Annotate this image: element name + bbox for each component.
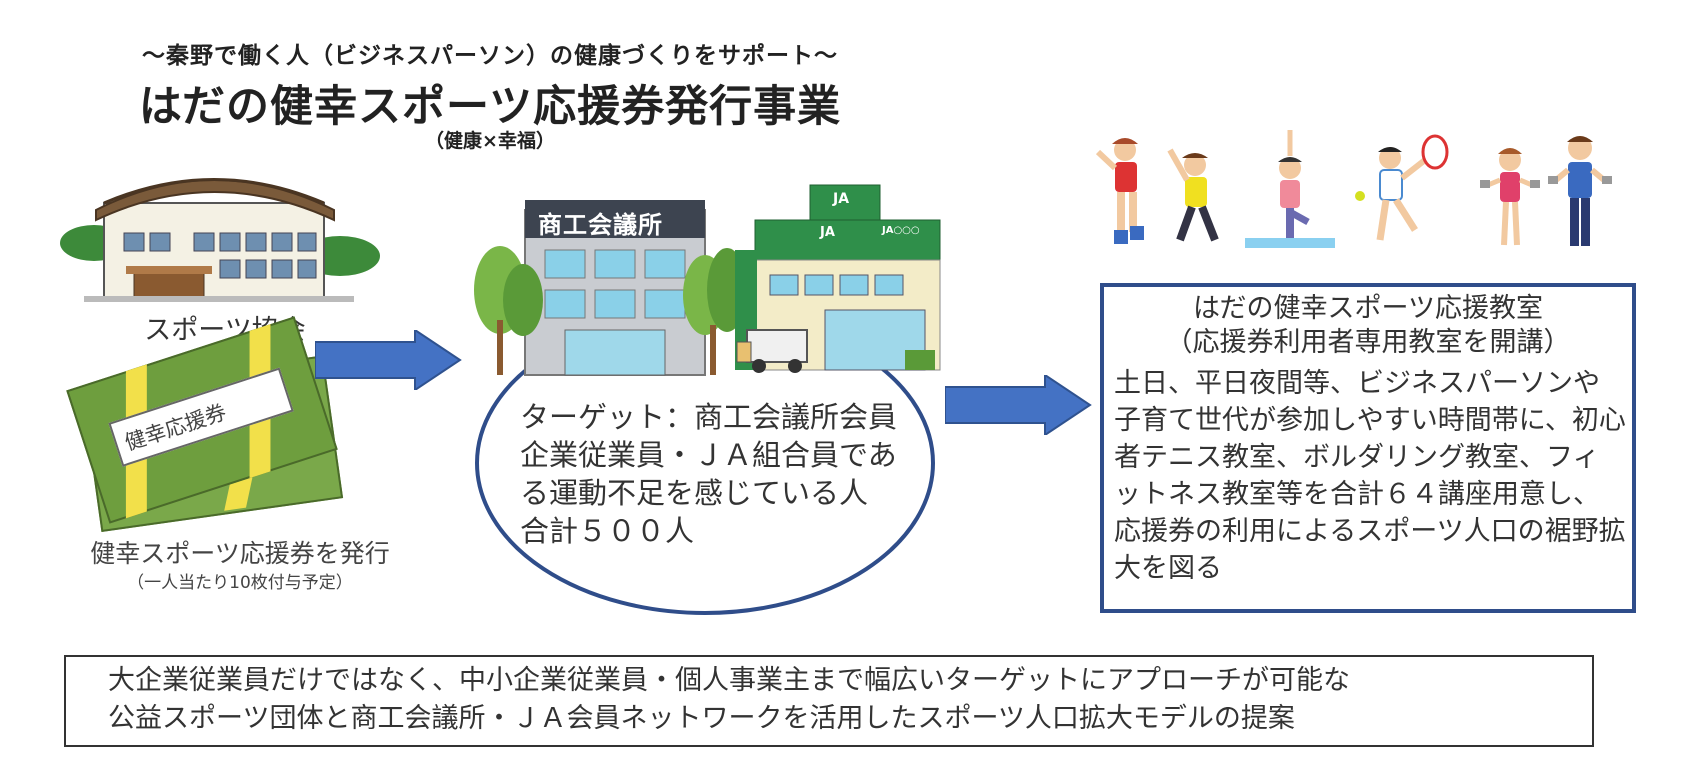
ja-logo-top: JA bbox=[833, 191, 850, 207]
ja-building-icon bbox=[735, 184, 941, 373]
classroom-title-line2: （応援券利用者専用教室を開講） bbox=[1165, 327, 1571, 358]
ja-sign: JA○○○ bbox=[882, 225, 920, 236]
coupon-note: （一人当たり10枚付与予定） bbox=[127, 573, 353, 593]
classroom-description: 土日、平日夜間等、ビジネスパーソンや子育て世代が参加しやすい時間帯に、初心者テニ… bbox=[1114, 368, 1626, 584]
header-subtitle: ～秦野で働く人（ビジネスパーソン）の健康づくりをサポート～ bbox=[142, 43, 838, 69]
chamber-sign: 商工会議所 bbox=[538, 211, 663, 239]
ja-logo-front: JA bbox=[820, 225, 835, 240]
page-title: はだの健幸スポーツ応援券発行事業 bbox=[138, 82, 842, 132]
title-note: （健康×幸福） bbox=[425, 130, 555, 152]
arrow-right-icon bbox=[315, 330, 462, 390]
target-description: ターゲット：商工会議所会員企業従業員・ＪＡ組合員である運動不足を感じている人 合… bbox=[520, 400, 898, 548]
classroom-box bbox=[1100, 283, 1636, 613]
coupon-label: 健幸スポーツ応援券を発行 bbox=[90, 539, 390, 568]
sports-people-illustration-icon bbox=[1095, 130, 1612, 248]
sports-association-building-icon bbox=[60, 178, 380, 302]
target-circle bbox=[475, 330, 935, 615]
summary-box bbox=[64, 655, 1594, 747]
summary-text: 大企業従業員だけではなく、中小企業従業員・個人事業主まで幅広いターゲットにアプロ… bbox=[108, 662, 1588, 738]
arrow-right-icon bbox=[945, 375, 1092, 435]
classroom-title: はだの健幸スポーツ応援教室 （応援券利用者専用教室を開講） bbox=[1104, 292, 1632, 360]
classroom-title-line1: はだの健幸スポーツ応援教室 bbox=[1193, 293, 1543, 324]
chamber-of-commerce-building-icon bbox=[474, 200, 747, 376]
summary-line2: 公益スポーツ団体と商工会議所・ＪＡ会員ネットワークを活用したスポーツ人口拡大モデ… bbox=[108, 703, 1295, 734]
summary-line1: 大企業従業員だけではなく、中小企業従業員・個人事業主まで幅広いターゲットにアプロ… bbox=[108, 665, 1350, 696]
